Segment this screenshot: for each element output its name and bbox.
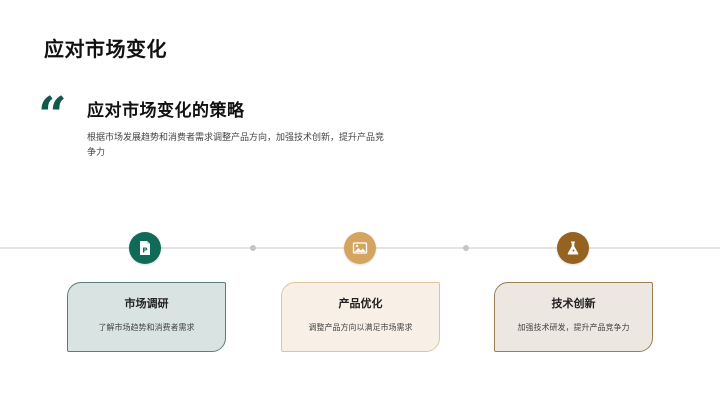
card-product-optimization: 产品优化 调整产品方向以满足市场需求 [281, 282, 440, 352]
quote-body: 根据市场发展趋势和消费者需求调整产品方向，加强技术创新，提升产品竞争力 [87, 133, 385, 158]
quote-icon: “ [38, 85, 67, 144]
image-icon [352, 242, 368, 254]
card-market-research: 市场调研 了解市场趋势和消费者需求 [67, 282, 226, 352]
card-description: 了解市场趋势和消费者需求 [98, 323, 195, 332]
step-icon-tech-innovation [557, 232, 589, 264]
card-title: 产品优化 [338, 297, 383, 310]
page-title: 应对市场变化 [44, 37, 167, 61]
timeline-dot [463, 245, 469, 251]
card-description: 加强技术研发，提升产品竞争力 [517, 323, 630, 332]
card-description: 调整产品方向以满足市场需求 [308, 323, 413, 332]
svg-text:P: P [142, 247, 147, 255]
step-icon-market-research: P [129, 232, 161, 264]
flask-icon [567, 241, 579, 255]
card-title: 技术创新 [551, 297, 596, 310]
document-p-icon: P [140, 241, 150, 255]
timeline-dot [250, 245, 256, 251]
card-title: 市场调研 [124, 297, 169, 310]
step-icon-product-optimization [344, 232, 376, 264]
card-tech-innovation: 技术创新 加强技术研发，提升产品竞争力 [494, 282, 653, 352]
quote-heading: 应对市场变化的策略 [87, 101, 245, 121]
